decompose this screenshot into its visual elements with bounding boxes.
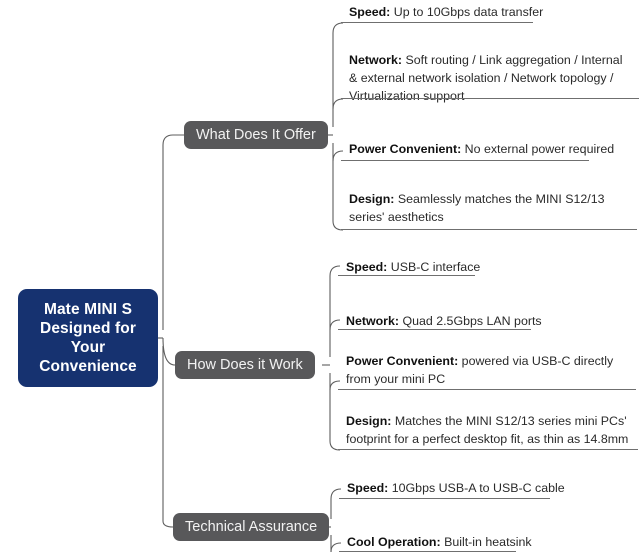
leaf-item[interactable]: Power Convenient: No external power requ… bbox=[341, 140, 637, 158]
leaf-text: Speed: 10Gbps USB-A to USB-C cable bbox=[347, 481, 565, 495]
leaf-key: Design: bbox=[346, 414, 392, 428]
leaf-key: Network: bbox=[346, 314, 400, 328]
leaf-item[interactable]: Cool Operation: Built-in heatsink bbox=[339, 533, 635, 551]
leaf-value: Up to 10Gbps data transfer bbox=[393, 5, 544, 19]
leaf-key: Power Convenient: bbox=[346, 354, 459, 368]
leaf-underline bbox=[341, 160, 589, 161]
leaf-key: Power Convenient: bbox=[349, 142, 462, 156]
branch-node-technical-assurance[interactable]: Technical Assurance bbox=[173, 513, 330, 541]
leaf-text: Design: Seamlessly matches the MINI S12/… bbox=[349, 192, 605, 224]
leaf-item[interactable]: Network: Soft routing / Link aggregation… bbox=[341, 51, 635, 105]
leaf-text: Network: Soft routing / Link aggregation… bbox=[349, 53, 622, 103]
leaf-key: Speed: bbox=[347, 481, 389, 495]
root-node-label: Mate MINI S Designed for Your Convenienc… bbox=[39, 301, 137, 375]
branch-node-label: What Does It Offer bbox=[196, 127, 316, 143]
leaf-text: Speed: USB-C interface bbox=[346, 260, 480, 274]
root-to-branch1-connector bbox=[162, 134, 184, 146]
leaf-value: Matches the MINI S12/13 series mini PCs'… bbox=[346, 414, 629, 446]
leaf-item[interactable]: Design: Matches the MINI S12/13 series m… bbox=[338, 412, 636, 448]
leaf-text: Design: Matches the MINI S12/13 series m… bbox=[346, 414, 628, 446]
leaf-value: powered via USB-C directly from your min… bbox=[346, 354, 614, 386]
leaf-underline bbox=[341, 229, 637, 230]
leaf-key: Cool Operation: bbox=[347, 535, 441, 549]
leaf-key: Design: bbox=[349, 192, 395, 206]
leaf-key: Speed: bbox=[349, 5, 391, 19]
leaf-underline bbox=[338, 329, 531, 330]
leaf-item[interactable]: Network: Quad 2.5Gbps LAN ports bbox=[338, 312, 634, 330]
branch1-leaf1-elbow-connector bbox=[332, 22, 344, 34]
leaf-underline bbox=[338, 389, 636, 390]
leaf-item[interactable]: Design: Seamlessly matches the MINI S12/… bbox=[341, 190, 637, 226]
leaf-key: Speed: bbox=[346, 260, 388, 274]
root-node[interactable]: Mate MINI S Designed for Your Convenienc… bbox=[18, 289, 158, 387]
leaf-item[interactable]: Speed: USB-C interface bbox=[338, 258, 634, 276]
leaf-text: Cool Operation: Built-in heatsink bbox=[347, 535, 532, 549]
leaf-item[interactable]: Power Convenient: powered via USB-C dire… bbox=[338, 352, 634, 388]
leaf-value: USB-C interface bbox=[390, 260, 481, 274]
leaf-item[interactable]: Speed: 10Gbps USB-A to USB-C cable bbox=[339, 479, 635, 497]
leaf-underline bbox=[339, 498, 550, 499]
leaf-value: Built-in heatsink bbox=[444, 535, 532, 549]
leaf-item[interactable]: Speed: Up to 10Gbps data transfer bbox=[341, 3, 637, 21]
leaf-underline bbox=[338, 275, 475, 276]
leaf-text: Power Convenient: No external power requ… bbox=[349, 142, 614, 156]
leaf-text: Power Convenient: powered via USB-C dire… bbox=[346, 354, 613, 386]
branch-node-label: Technical Assurance bbox=[185, 519, 318, 535]
leaf-underline bbox=[338, 449, 638, 450]
leaf-underline bbox=[339, 551, 516, 552]
leaf-underline bbox=[341, 98, 639, 99]
leaf-key: Network: bbox=[349, 53, 403, 67]
leaf-value: Quad 2.5Gbps LAN ports bbox=[402, 314, 542, 328]
leaf-text: Speed: Up to 10Gbps data transfer bbox=[349, 5, 543, 19]
root-to-branch2-connector bbox=[162, 337, 176, 366]
leaf-text: Network: Quad 2.5Gbps LAN ports bbox=[346, 314, 542, 328]
leaf-value: No external power required bbox=[464, 142, 615, 156]
root-to-branch3-connector bbox=[162, 520, 174, 528]
branch-node-how-does-it-work[interactable]: How Does it Work bbox=[175, 351, 315, 379]
leaf-value: Seamlessly matches the MINI S12/13 serie… bbox=[349, 192, 605, 224]
branch-node-what-does-it-offer[interactable]: What Does It Offer bbox=[184, 121, 328, 149]
branch-node-label: How Does it Work bbox=[187, 357, 303, 373]
leaf-value: Soft routing / Link aggregation / Intern… bbox=[349, 53, 623, 103]
leaf-value: 10Gbps USB-A to USB-C cable bbox=[391, 481, 565, 495]
leaf-underline bbox=[341, 22, 533, 23]
